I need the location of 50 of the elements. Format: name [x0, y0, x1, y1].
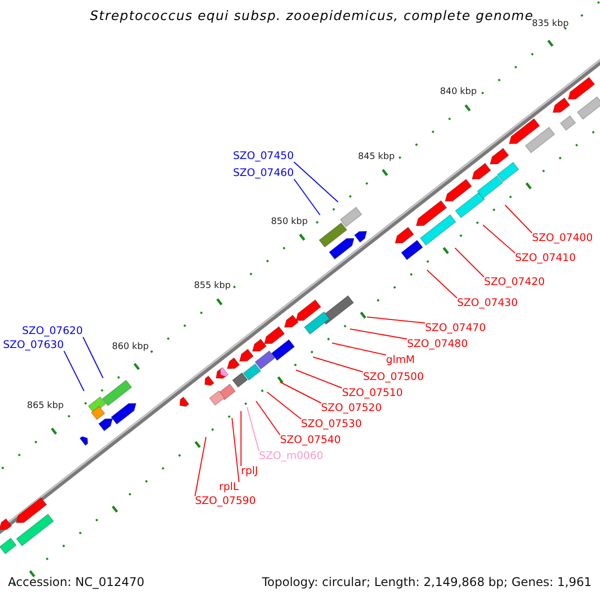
gene-label: SZO_07510 [342, 388, 403, 398]
gene-label: SZO_07540 [280, 435, 341, 446]
leader-line [240, 410, 242, 466]
scale-label: 850 kbp [271, 218, 308, 227]
leader-line [312, 356, 364, 372]
gene-label: SZO_07470 [425, 323, 486, 334]
scale-label: 845 kbp [358, 153, 395, 162]
gene-label: SZO_07450 [233, 151, 294, 162]
title: Streptococcus equi subsp. zooepidemicus, complete genome [90, 10, 534, 23]
leader-line [256, 400, 280, 436]
gene-label: SZO_07590 [195, 496, 256, 506]
leader-line [294, 162, 338, 202]
scale-label: 835 kbp [532, 20, 569, 29]
leader-line [266, 392, 302, 420]
gene-label: SZO_07630 [3, 340, 64, 350]
scale-label: 865 kbp [27, 402, 64, 411]
leader-line [332, 342, 386, 356]
leader-line [294, 178, 320, 216]
leader-line [280, 382, 322, 404]
leader-line [504, 204, 532, 234]
gene-label: SZO_07400 [532, 233, 593, 244]
gene-label: SZO_07460 [233, 168, 294, 178]
gene-label: SZO_07430 [457, 298, 518, 308]
footer-text: Topology: circular; Length: 2,149,868 bp; Genes: 1,961 [262, 576, 592, 588]
gene-label: SZO_07420 [484, 277, 545, 288]
leader-line [82, 336, 104, 378]
leader-line [426, 270, 458, 298]
leader-line [296, 370, 342, 388]
gene-label: SZO_07480 [407, 339, 468, 350]
scale-label: 840 kbp [440, 88, 477, 97]
gene-label: SZO_07530 [301, 419, 362, 430]
scale-label: 855 kbp [194, 282, 231, 291]
leader-line [246, 406, 260, 452]
leader-line [194, 436, 206, 496]
gene-label: SZO_07620 [22, 326, 83, 336]
gene-label: rplL [219, 482, 239, 492]
gene-label: SZO_07500 [363, 372, 424, 382]
leader-line [64, 350, 84, 392]
leader-line [454, 248, 484, 278]
leader-line [232, 418, 240, 482]
leader-line [366, 316, 426, 324]
gene-label: glmM [386, 355, 415, 366]
gene-label: SZO_m0060 [259, 451, 324, 462]
leader-line [482, 224, 516, 254]
gene-label: SZO_07520 [321, 403, 382, 414]
gene-label: SZO_07410 [515, 253, 576, 264]
gene-label: rplJ [241, 466, 258, 476]
scale-label: 860 kbp [112, 343, 149, 352]
leader-line [350, 328, 408, 340]
footer-text: Accession: NC_012470 [8, 576, 144, 588]
